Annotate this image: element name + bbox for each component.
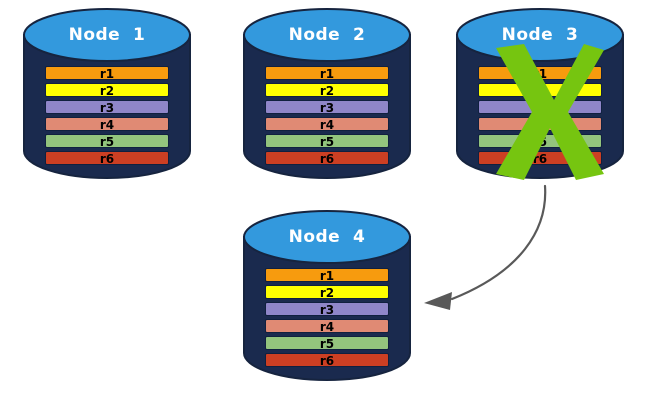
row-label: r3 <box>99 101 115 115</box>
row-label: r6 <box>319 354 335 368</box>
row-item[interactable]: r3 <box>478 100 602 115</box>
node-cylinder-2[interactable]: Node 2 r1 r2 r3 r4 r5 r6 <box>243 8 411 186</box>
row-label: r2 <box>99 84 115 98</box>
row-item[interactable]: r6 <box>478 151 602 166</box>
row-label: r6 <box>319 152 335 166</box>
row-item[interactable]: r6 <box>265 353 389 368</box>
row-item[interactable]: r1 <box>478 66 602 81</box>
row-item[interactable]: r2 <box>478 83 602 98</box>
row-label: r5 <box>319 337 335 351</box>
node-cylinder-4[interactable]: Node 4 r1 r2 r3 r4 r5 r6 <box>243 210 411 388</box>
row-label: r4 <box>319 118 335 132</box>
row-label: r1 <box>319 67 335 81</box>
row-item[interactable]: r1 <box>265 66 389 81</box>
row-item[interactable]: r5 <box>45 134 169 149</box>
row-item[interactable]: r3 <box>265 100 389 115</box>
node-cylinder-1[interactable]: Node 1 r1 r2 r3 r4 r5 r6 <box>23 8 191 186</box>
row-label: r5 <box>532 135 548 149</box>
row-label: r1 <box>319 269 335 283</box>
row-item[interactable]: r2 <box>265 285 389 300</box>
node-rows-2: r1 r2 r3 r4 r5 r6 <box>243 66 411 168</box>
row-item[interactable]: r2 <box>45 83 169 98</box>
row-label: r2 <box>532 84 548 98</box>
row-item[interactable]: r3 <box>265 302 389 317</box>
node-rows-3: r1 r2 r3 r4 r5 r6 <box>456 66 624 168</box>
row-label: r3 <box>319 303 335 317</box>
row-label: r2 <box>319 286 335 300</box>
row-label: r4 <box>319 320 335 334</box>
row-item[interactable]: r5 <box>478 134 602 149</box>
node-cylinder-3[interactable]: Node 3 r1 r2 r3 r4 r5 r6 <box>456 8 624 186</box>
row-label: r4 <box>99 118 115 132</box>
row-item[interactable]: r5 <box>265 134 389 149</box>
row-label: r1 <box>532 67 548 81</box>
row-item[interactable]: r4 <box>265 319 389 334</box>
row-item[interactable]: r2 <box>265 83 389 98</box>
node-rows-4: r1 r2 r3 r4 r5 r6 <box>243 268 411 370</box>
row-item[interactable]: r5 <box>265 336 389 351</box>
row-item[interactable]: r6 <box>265 151 389 166</box>
row-label: r4 <box>532 118 548 132</box>
row-label: r1 <box>99 67 115 81</box>
row-item[interactable]: r3 <box>45 100 169 115</box>
row-item[interactable]: r1 <box>265 268 389 283</box>
row-item[interactable]: r1 <box>45 66 169 81</box>
row-item[interactable]: r4 <box>45 117 169 132</box>
row-item[interactable]: r4 <box>478 117 602 132</box>
row-label: r2 <box>319 84 335 98</box>
row-item[interactable]: r4 <box>265 117 389 132</box>
row-item[interactable]: r6 <box>45 151 169 166</box>
arrow-head-icon <box>424 292 452 310</box>
row-label: r6 <box>99 152 115 166</box>
row-label: r5 <box>99 135 115 149</box>
row-label: r5 <box>319 135 335 149</box>
row-label: r3 <box>319 101 335 115</box>
row-label: r3 <box>532 101 548 115</box>
node-rows-1: r1 r2 r3 r4 r5 r6 <box>23 66 191 168</box>
row-label: r6 <box>532 152 548 166</box>
